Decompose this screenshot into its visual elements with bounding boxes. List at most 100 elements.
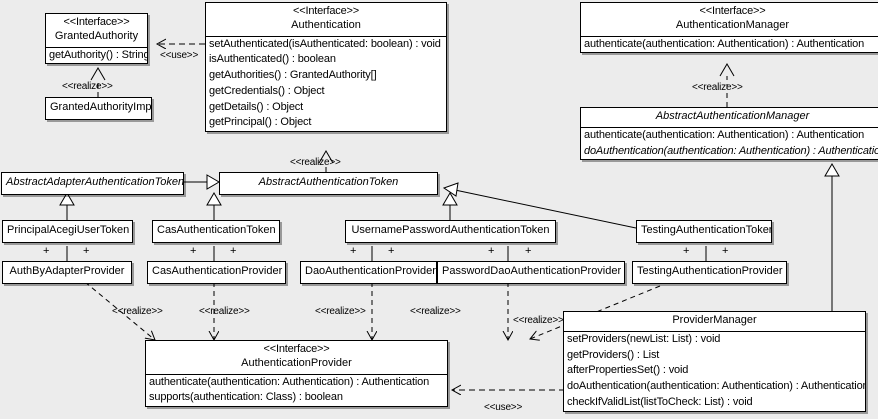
class-name-label: PasswordDaoAuthenticationProvider	[442, 265, 622, 277]
class-testing-authentication-provider[interactable]: TestingAuthenticationProvider	[632, 261, 787, 284]
class-authentication-manager[interactable]: <<Interface>> AuthenticationManager auth…	[580, 2, 878, 54]
generalize-triangle-castoken	[206, 192, 222, 206]
class-members: getAuthority() : String	[46, 48, 147, 64]
class-header: PasswordDaoAuthenticationProvider	[438, 262, 624, 283]
stereotype-label: <<Interface>>	[293, 5, 359, 17]
class-testing-authentication-token[interactable]: TestingAuthenticationToken	[636, 220, 772, 243]
class-header: TestingAuthenticationToken	[637, 221, 771, 242]
class-auth-by-adapter-provider[interactable]: AuthByAdapterProvider	[2, 261, 132, 284]
assoc-marker-principal-right: +	[83, 245, 90, 257]
member-row: getDetails() : Object	[209, 100, 304, 113]
assoc-marker-testing-right: +	[722, 245, 729, 257]
connector-label-realize-testingprovider: <<realize>>	[513, 315, 564, 326]
class-name-label: CasAuthenticationToken	[157, 224, 276, 236]
class-abstract-authentication-token[interactable]: AbstractAuthenticationToken	[219, 172, 438, 195]
generalize-triangle-userpasstoken	[442, 192, 458, 206]
class-header: UsernamePasswordAuthenticationToken	[346, 221, 555, 242]
member-row: doAuthentication(authentication: Authent…	[584, 144, 878, 157]
member-row: getCredentials() : Object	[209, 84, 325, 97]
class-header: DaoAuthenticationProvider	[301, 262, 436, 283]
realize-triangle-abstractauthmanager	[719, 63, 735, 77]
connector-label-realize-authbyadapter: <<realize>>	[112, 306, 163, 317]
assoc-marker-userpass-c: +	[488, 245, 495, 257]
connector-label-realize-casprovider: <<realize>>	[199, 306, 250, 317]
member-row: checkIfValidList(listToCheck: List) : vo…	[567, 395, 753, 408]
member-row: getPrincipal() : Object	[209, 116, 312, 129]
member-row: isAuthenticated() : boolean	[209, 53, 336, 66]
member-row: supports(authentication: Class) : boolea…	[149, 391, 343, 404]
class-members: authenticate(authentication: Authenticat…	[146, 375, 447, 407]
connector-label-use-authentication: <<use>>	[160, 50, 199, 61]
generalize-triangle-testingtoken	[442, 182, 459, 197]
class-authentication[interactable]: <<Interface>> Authentication setAuthenti…	[205, 2, 447, 132]
class-header: ProviderManager	[564, 312, 865, 332]
class-header: TestingAuthenticationProvider	[633, 262, 786, 283]
class-members: setAuthenticated(isAuthenticated: boolea…	[206, 37, 446, 132]
member-row: getProviders() : List	[567, 348, 660, 361]
class-password-dao-authentication-provider[interactable]: PasswordDaoAuthenticationProvider	[437, 261, 625, 284]
member-row: authenticate(authentication: Authenticat…	[149, 375, 430, 388]
class-name-label: GrantedAuthority	[54, 29, 139, 42]
class-abstract-adapter-authentication-token[interactable]: AbstractAdapterAuthenticationToken	[1, 172, 184, 195]
class-name-label: TestingAuthenticationProvider	[637, 265, 783, 277]
class-name-label: PrincipalAcegiUserToken	[7, 224, 130, 236]
assoc-marker-userpass-a: +	[350, 245, 357, 257]
member-row: afterPropertiesSet() : void	[567, 364, 689, 377]
realize-triangle-grantedauthorityimpl	[90, 67, 106, 81]
class-members: authenticate(authentication: Authenticat…	[581, 37, 878, 53]
member-row: doAuthentication(authentication: Authent…	[567, 380, 866, 392]
class-name-label: AuthenticationManager	[675, 18, 790, 31]
class-name-label: ProviderManager	[672, 314, 757, 326]
class-header: <<Interface>> AuthenticationManager	[581, 3, 878, 37]
member-row: getAuthority() : String	[49, 48, 148, 61]
class-name-label: UsernamePasswordAuthenticationToken	[351, 224, 550, 236]
class-header: <<Interface>> Authentication	[206, 3, 446, 37]
class-header: AbstractAuthenticationManager	[581, 108, 878, 128]
stereotype-label: <<Interface>>	[63, 16, 130, 28]
class-name-label: GrantedAuthorityImpl	[50, 101, 152, 113]
assoc-marker-principal-left: +	[43, 245, 50, 257]
class-granted-authority[interactable]: <<Interface>> GrantedAuthority getAuthor…	[45, 13, 148, 65]
member-row: authenticate(authentication: Authenticat…	[584, 37, 865, 50]
stereotype-label: <<Interface>>	[699, 5, 766, 17]
class-header: <<Interface>> GrantedAuthority	[46, 14, 147, 48]
class-name-label: Authentication	[291, 18, 361, 31]
class-dao-authentication-provider[interactable]: DaoAuthenticationProvider	[300, 261, 437, 284]
class-members: setProviders(newList: List) : void getPr…	[564, 332, 865, 411]
class-username-password-authentication-token[interactable]: UsernamePasswordAuthenticationToken	[345, 220, 556, 243]
stereotype-label: <<Interface>>	[263, 343, 330, 355]
connector-label-realize-grantedauthorityimpl: <<realize>>	[62, 81, 113, 92]
class-principal-acegi-user-token[interactable]: PrincipalAcegiUserToken	[2, 220, 133, 243]
member-row: setAuthenticated(isAuthenticated: boolea…	[209, 37, 441, 50]
generalize-triangle-providermanager	[824, 163, 840, 177]
connector-label-use-providermanager: <<use>>	[484, 402, 523, 413]
assoc-marker-cas-right: +	[230, 245, 237, 257]
class-name-label: AbstractAdapterAuthenticationToken	[6, 176, 184, 188]
assoc-marker-userpass-d: +	[525, 245, 532, 257]
assoc-marker-userpass-b: +	[388, 245, 395, 257]
generalize-triangle-adaptertoken	[206, 174, 220, 190]
class-header: CasAuthenticationToken	[153, 221, 279, 242]
class-header: AuthByAdapterProvider	[3, 262, 131, 283]
class-name-label: AbstractAuthenticationToken	[258, 176, 399, 188]
connector-label-realize-authenticationmanager: <<realize>>	[692, 82, 743, 93]
class-header: AbstractAdapterAuthenticationToken	[2, 173, 183, 194]
class-header: GrantedAuthorityImpl	[46, 98, 151, 119]
class-name-label: TestingAuthenticationToken	[641, 224, 772, 236]
class-cas-authentication-token[interactable]: CasAuthenticationToken	[152, 220, 280, 243]
class-header: PrincipalAcegiUserToken	[3, 221, 132, 242]
connector-label-realize-passworddaoprovider: <<realize>>	[410, 306, 461, 317]
class-cas-authentication-provider[interactable]: CasAuthenticationProvider	[147, 261, 286, 284]
class-abstract-authentication-manager[interactable]: AbstractAuthenticationManager authentica…	[580, 107, 878, 161]
class-header: AbstractAuthenticationToken	[220, 173, 437, 194]
class-name-label: AuthByAdapterProvider	[9, 265, 125, 277]
class-header: CasAuthenticationProvider	[148, 262, 285, 283]
connector-label-realize-abstractauthtoken: <<realize>>	[290, 157, 341, 168]
member-row: authenticate(authentication: Authenticat…	[584, 128, 865, 141]
generalize-triangle-principalacegi	[59, 192, 75, 206]
class-authentication-provider[interactable]: <<Interface>> AuthenticationProvider aut…	[145, 340, 448, 407]
member-row: setProviders(newList: List) : void	[567, 332, 721, 345]
connector-label-realize-daoprovider: <<realize>>	[315, 306, 366, 317]
class-granted-authority-impl[interactable]: GrantedAuthorityImpl	[45, 97, 152, 120]
class-provider-manager[interactable]: ProviderManager setProviders(newList: Li…	[563, 311, 866, 412]
